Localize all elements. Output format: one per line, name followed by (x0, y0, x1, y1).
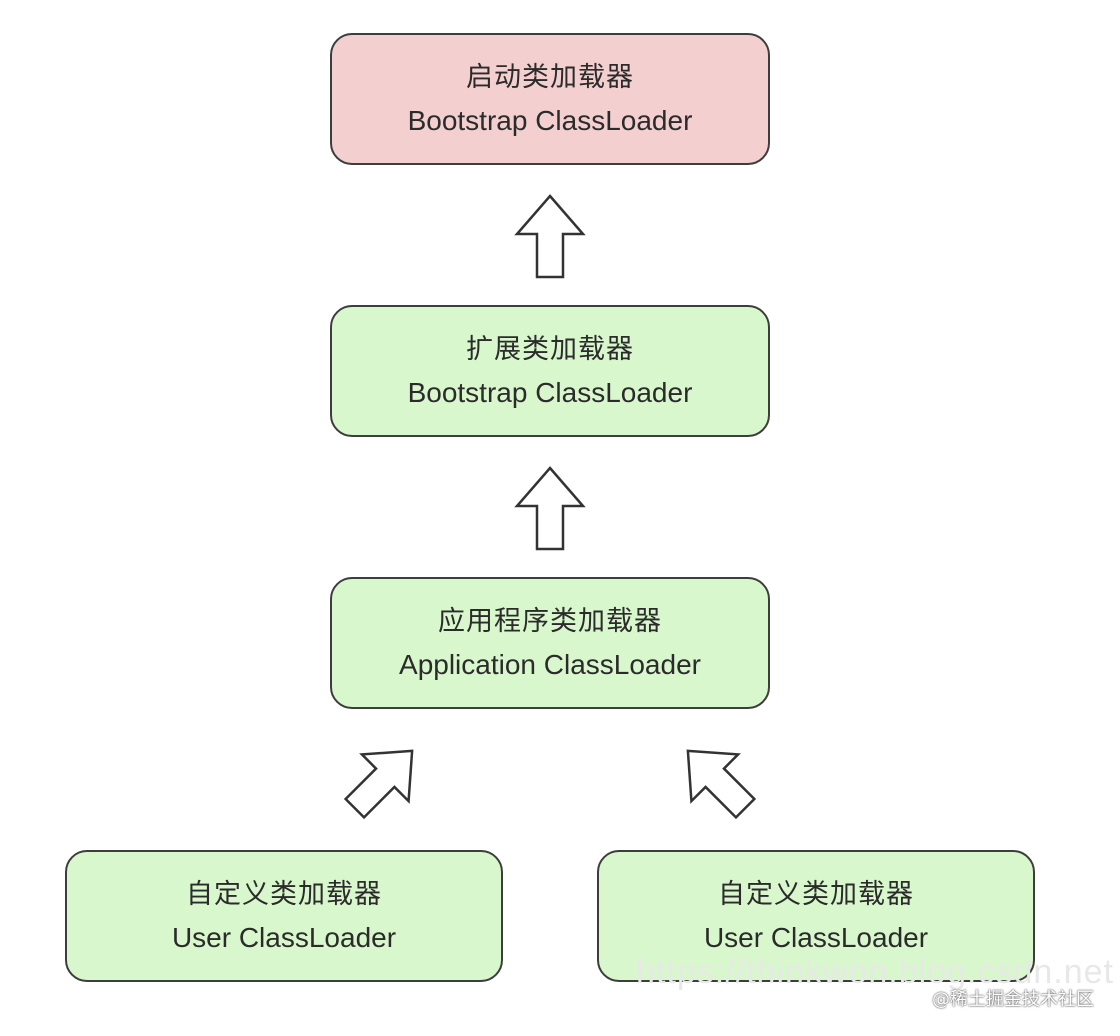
up-left-arrow-icon (686, 749, 757, 820)
node-title-en: User ClassLoader (703, 922, 929, 953)
application-classloader-node: 应用程序类加载器 Application ClassLoader (330, 577, 770, 709)
credit-text: @稀土掘金技术社区 (932, 989, 1094, 1010)
up-right-arrow-icon (343, 749, 414, 820)
node-title-zh: 自定义类加载器 (718, 879, 914, 910)
node-title-zh: 扩展类加载器 (466, 334, 634, 365)
up-arrow-icon (514, 194, 586, 279)
extension-classloader-node: 扩展类加载器 Bootstrap ClassLoader (330, 305, 770, 437)
user-classloader-node-left: 自定义类加载器 User ClassLoader (65, 850, 503, 982)
node-title-zh: 应用程序类加载器 (438, 606, 662, 637)
node-title-en: Bootstrap ClassLoader (407, 377, 693, 408)
node-title-zh: 启动类加载器 (466, 62, 634, 93)
node-title-en: User ClassLoader (171, 922, 397, 953)
node-title-zh: 自定义类加载器 (186, 879, 382, 910)
watermark-text: https://thinkwon.blog.csdn.net (636, 953, 1114, 991)
up-arrow-icon (514, 466, 586, 551)
node-title-en: Bootstrap ClassLoader (407, 105, 693, 136)
node-title-en: Application ClassLoader (399, 649, 701, 680)
user-classloader-node-right: 自定义类加载器 User ClassLoader (597, 850, 1035, 982)
bootstrap-classloader-node: 启动类加载器 Bootstrap ClassLoader (330, 33, 770, 165)
